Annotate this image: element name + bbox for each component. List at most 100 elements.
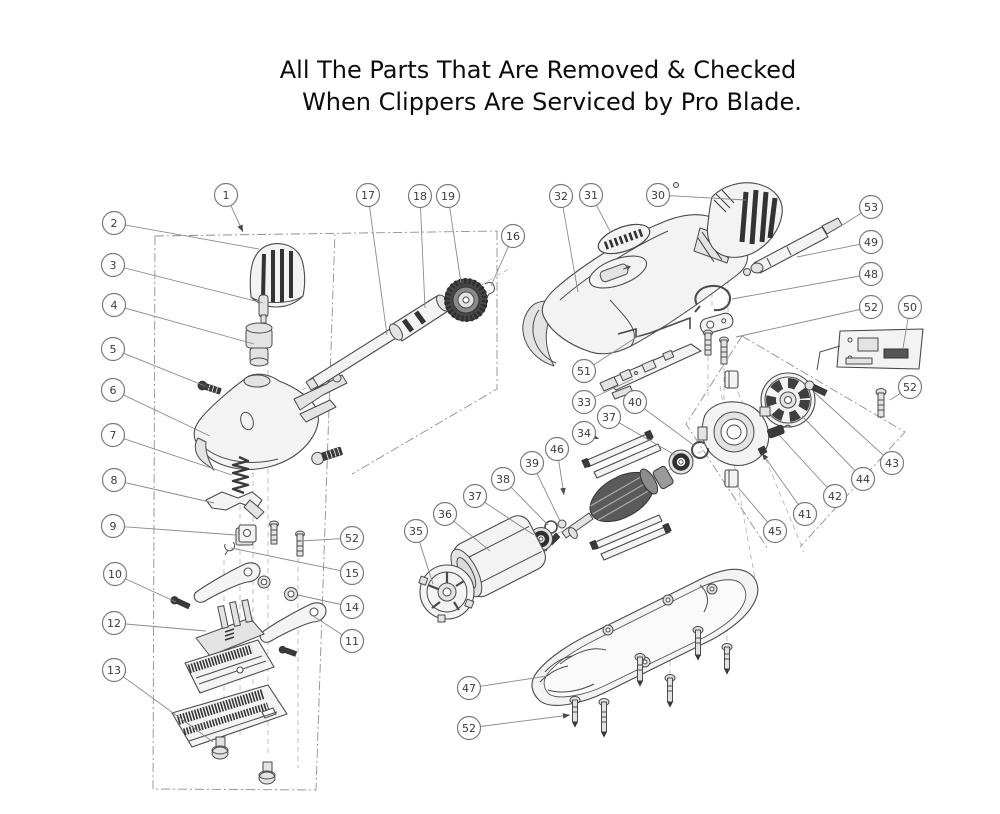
holder-screw (278, 645, 298, 657)
callout-balloon-41: 41 (761, 452, 818, 527)
balloon-circle (355, 182, 381, 208)
balloon-number: 51 (577, 365, 591, 378)
brush-spring-pin (757, 445, 768, 456)
leader-line (832, 212, 862, 232)
callout-balloon-16: 16 (490, 223, 526, 287)
balloon-circle (490, 466, 516, 492)
callout-balloon-46: 46 (544, 436, 570, 496)
fan-wheel (760, 372, 816, 428)
balloon-circle (100, 422, 126, 448)
leader-line (735, 484, 768, 523)
leader-line (484, 501, 535, 536)
balloon-circle (101, 292, 127, 318)
leader-line (124, 526, 237, 536)
balloon-number: 53 (864, 201, 878, 214)
balloon-number: 52 (345, 532, 359, 545)
balloon-number: 48 (864, 268, 878, 281)
callout-balloon-7: 7 (100, 422, 233, 476)
callout-balloon-12: 12 (101, 610, 207, 636)
balloon-number: 8 (111, 474, 118, 487)
callout-balloon-10: 10 (102, 561, 177, 603)
lever-pin (258, 294, 269, 324)
lower-housing (531, 568, 759, 706)
leader-line (453, 520, 491, 552)
latch-screw (170, 596, 191, 610)
leader-arrowhead (562, 713, 570, 719)
thumb-grip-pad (597, 223, 651, 255)
callout-balloon-44: 44 (801, 415, 876, 492)
balloon-circle (407, 183, 433, 209)
balloon-number: 44 (856, 473, 870, 486)
callout-balloon-38: 38 (490, 466, 549, 526)
front-collar-inner (532, 309, 557, 364)
balloon-number: 39 (525, 457, 539, 470)
callout-balloon-49: 49 (796, 229, 884, 258)
balloon-circle (339, 628, 365, 654)
balloon-number: 16 (506, 230, 520, 243)
balloon-number: 45 (768, 525, 782, 538)
balloon-circle (101, 657, 127, 683)
balloon-circle (762, 518, 788, 544)
balloon-circle (101, 610, 127, 636)
bottom-blade (171, 684, 288, 748)
retaining-clip (484, 281, 495, 302)
balloon-number: 37 (468, 490, 482, 503)
callout-balloon-47: 47 (456, 675, 548, 701)
callout-balloon-31: 31 (578, 182, 612, 234)
balloon-circle (571, 389, 597, 415)
leader-line (813, 391, 884, 456)
balloon-number: 46 (550, 443, 564, 456)
balloon-circle (456, 675, 482, 701)
leader-line (123, 438, 233, 476)
motor-washer (691, 441, 709, 459)
balloon-number: 37 (602, 411, 616, 424)
callout-balloon-2: 2 (101, 210, 260, 250)
balloon-number: 41 (798, 508, 812, 521)
callout-balloon-43: 43 (813, 391, 905, 476)
callout-balloon-30: 30 (645, 182, 747, 208)
callout-balloon-11: 11 (312, 615, 365, 654)
balloon-number: 47 (462, 682, 476, 695)
balloon-circle (101, 467, 127, 493)
balloon-circle (435, 183, 461, 209)
leader-arrowhead (560, 487, 566, 495)
leader-line (596, 204, 612, 234)
leader-line (124, 307, 255, 345)
balloon-number: 13 (107, 664, 121, 677)
leader-line (419, 541, 434, 585)
leader-line (669, 195, 747, 201)
rear-cover (663, 182, 783, 258)
lever-washer-left (257, 575, 271, 589)
lever-washer (284, 587, 298, 601)
balloon-circle (500, 223, 526, 249)
balloon-circle (544, 436, 570, 462)
motor-bearing-rear (668, 449, 694, 475)
balloon-number: 52 (903, 381, 917, 394)
head-screw (197, 380, 222, 395)
balloon-number: 50 (903, 301, 917, 314)
leader-line (562, 207, 579, 293)
leader-arrowhead (237, 224, 243, 232)
drive-gear (444, 278, 488, 322)
leader-arrowhead (202, 382, 210, 388)
latch-lever-right (259, 602, 327, 643)
balloon-number: 10 (108, 568, 122, 581)
callout-balloon-51: 51 (571, 334, 641, 384)
balloon-number: 34 (577, 427, 591, 440)
balloon-number: 3 (110, 259, 117, 272)
shaft-bearing-sleeve (389, 294, 450, 342)
balloon-number: 2 (111, 217, 118, 230)
balloon-circle (339, 594, 365, 620)
leader-line (297, 594, 341, 605)
taper-lever-knob (249, 243, 306, 308)
balloon-circle (100, 377, 126, 403)
leader-line (125, 482, 215, 504)
leader-line (902, 318, 909, 349)
leader-line (536, 473, 561, 522)
balloon-circle (858, 261, 884, 287)
balloon-number: 18 (413, 190, 427, 203)
balloon-circle (456, 715, 482, 741)
square-nut (235, 524, 257, 546)
fan-screw (804, 380, 828, 397)
leader-line (449, 207, 462, 284)
